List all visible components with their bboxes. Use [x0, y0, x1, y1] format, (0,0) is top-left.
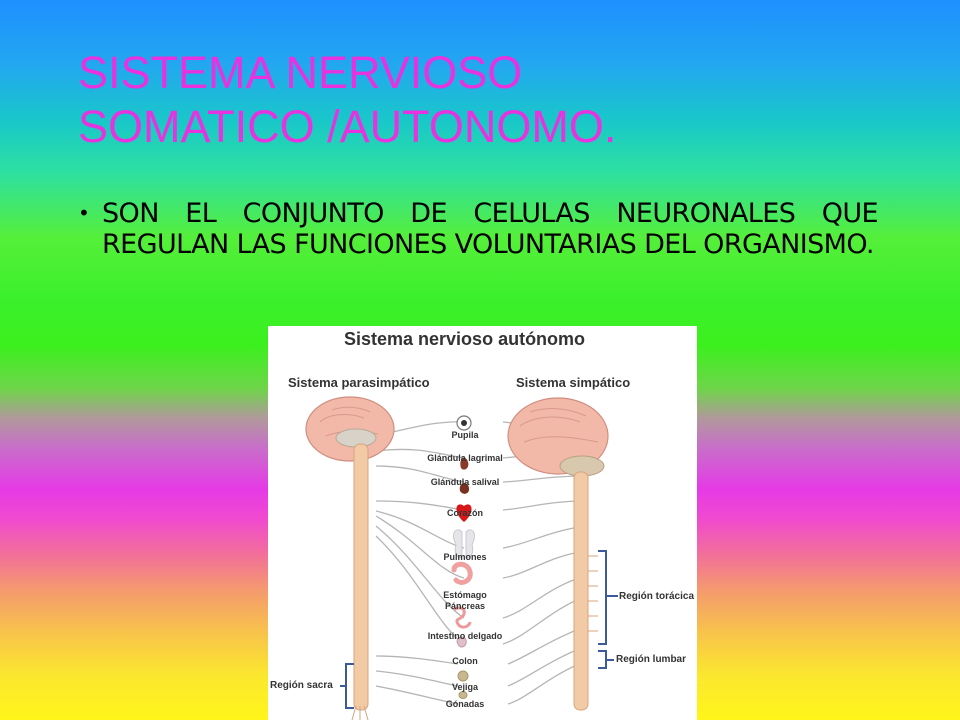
organ-label-vejiga: Vejiga	[451, 682, 479, 692]
diagram-artwork	[305, 396, 618, 720]
organ-label-pupila: Pupila	[451, 430, 479, 440]
organ-label-glandula-salival: Glándula salival	[430, 477, 500, 487]
organ-label-pulmones: Pulmones	[443, 552, 487, 562]
title-line-2: SOMATICO /AUTONOMO.	[78, 101, 617, 152]
region-brackets	[340, 550, 618, 709]
autonomic-nervous-system-diagram: Sistema nervioso autónomo Sistema parasi…	[268, 326, 697, 720]
region-label-sacral: Región sacra	[270, 680, 333, 691]
organ-label-pancreas: Páncreas	[444, 601, 486, 611]
bullet-text: SON EL CONJUNTO DE CELULAS NEURONALES QU…	[102, 198, 879, 260]
region-label-thoracic: Región torácica	[619, 591, 695, 602]
region-label-lumbar: Región lumbar	[616, 654, 687, 665]
slide-title: SISTEMA NERVIOSO SOMATICO /AUTONOMO.	[78, 46, 898, 154]
bullet-marker: •	[78, 201, 90, 225]
organ-icons	[451, 415, 475, 699]
parasympathetic-label: Sistema parasimpático	[288, 375, 430, 390]
organ-label-gonadas: Gónadas	[445, 699, 485, 709]
organ-label-intestino-delgado: Intestino delgado	[427, 631, 503, 641]
organ-label-colon: Colon	[452, 656, 478, 666]
diagram-title: Sistema nervioso autónomo	[344, 329, 586, 349]
organ-label-corazon: Corazón	[447, 508, 483, 518]
title-line-1: SISTEMA NERVIOSO	[78, 47, 523, 98]
sympathetic-label: Sistema simpático	[516, 375, 631, 390]
left-brain-spine	[305, 396, 395, 720]
bullet-point: • SON EL CONJUNTO DE CELULAS NEURONALES …	[78, 198, 879, 260]
organ-label-estomago: Estómago	[443, 590, 487, 600]
right-brain-spine	[507, 397, 609, 711]
parasympathetic-nerves	[375, 421, 465, 705]
organ-label-glandula-lagrimal: Glándula lagrimal	[427, 453, 503, 463]
